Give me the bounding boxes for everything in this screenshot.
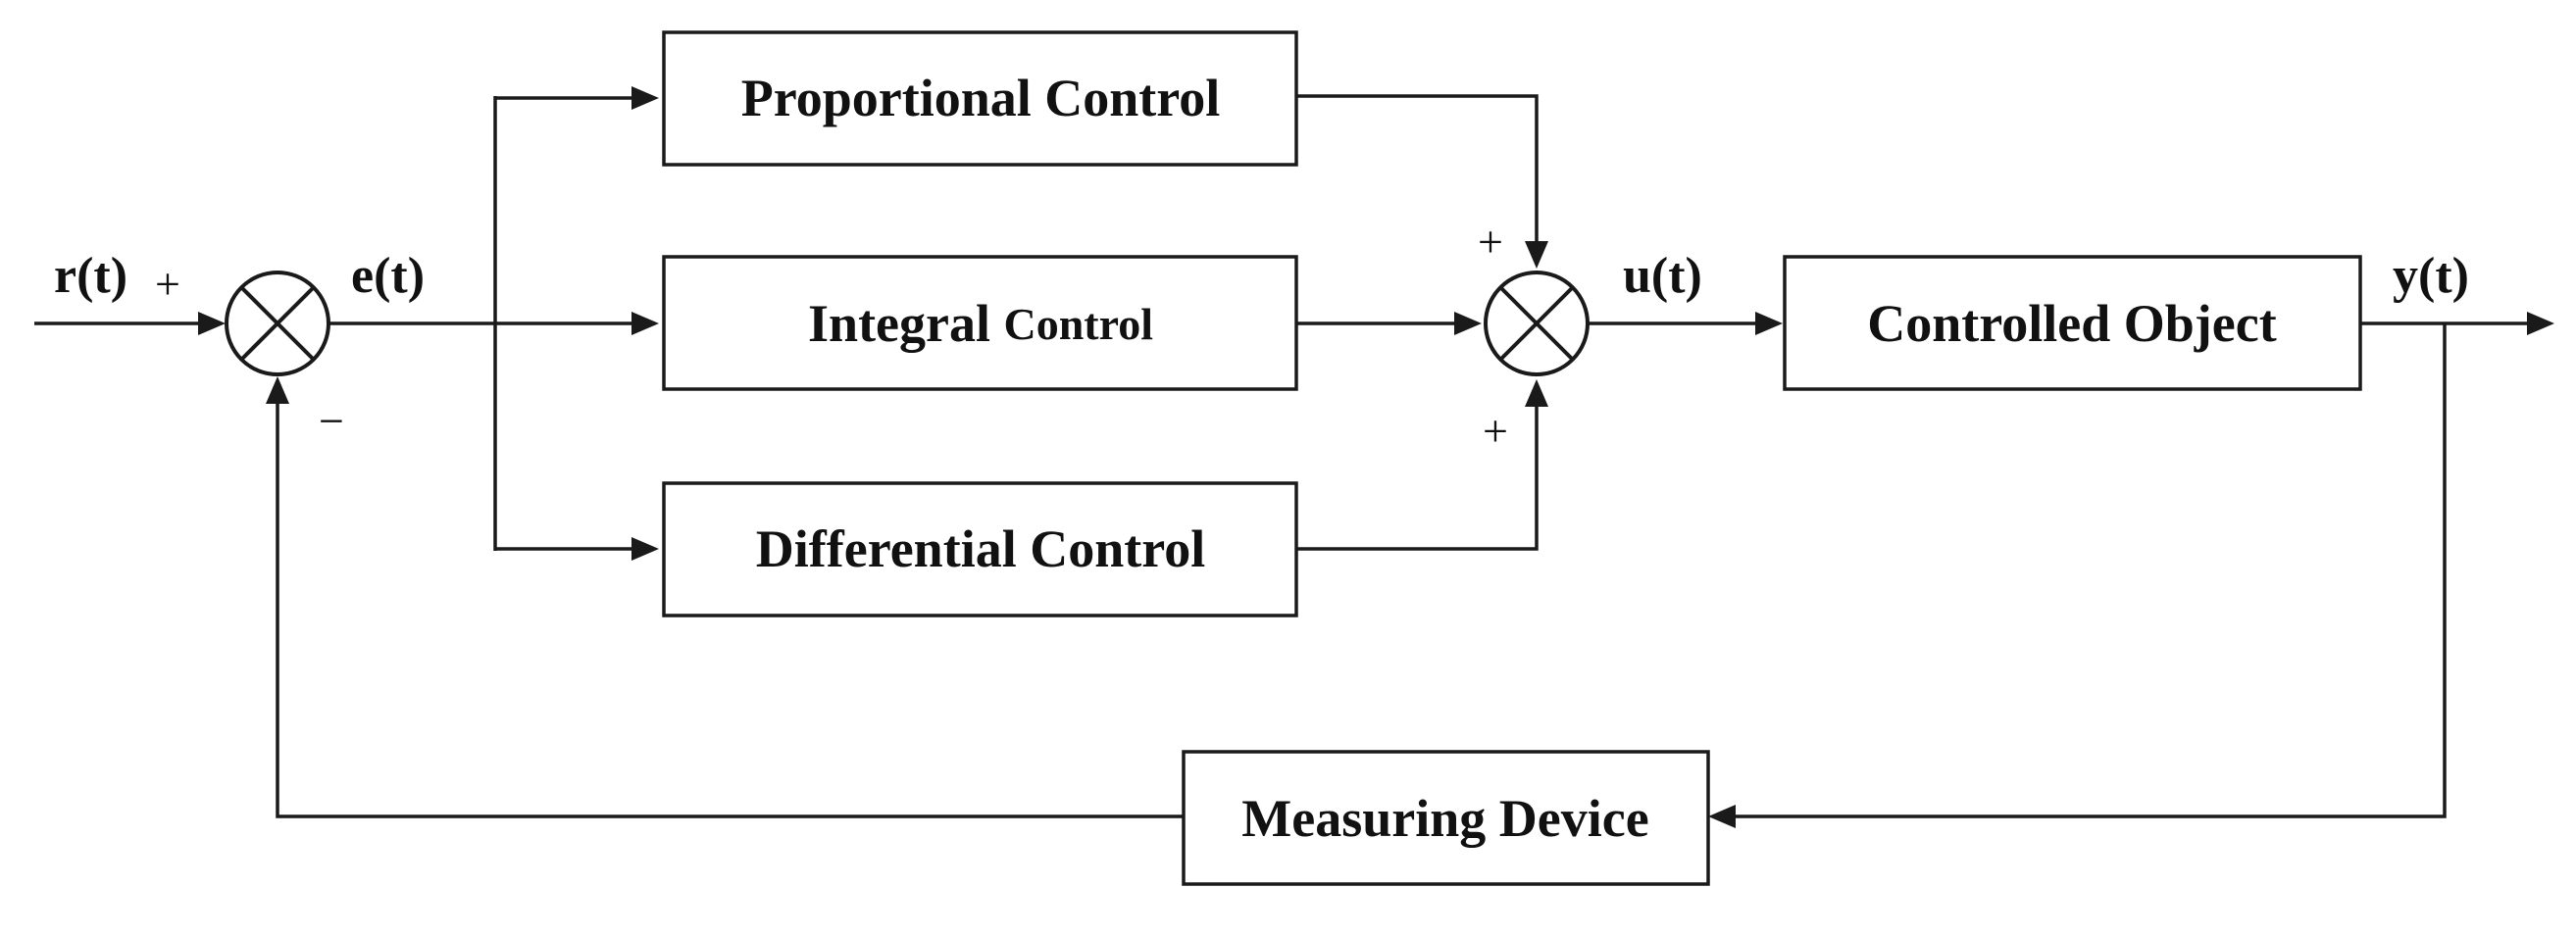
integral-control-label: Integral Control: [808, 294, 1153, 353]
arrowhead-measuring-device: [1708, 805, 1736, 828]
arrowhead-proportional: [631, 86, 659, 110]
differential-control-label: Differential Control: [756, 519, 1205, 578]
arrowhead-sum2-bottom: [1525, 379, 1548, 407]
connection-lines: [34, 94, 2547, 818]
arrowhead-input: [198, 312, 226, 335]
arrowhead-sum1-bottom: [266, 376, 289, 404]
differential-output-line: [1296, 385, 1539, 551]
differential-plus-sign: +: [1483, 406, 1508, 456]
summing-junction-control: [1484, 271, 1590, 376]
proportional-control-label: Proportional Control: [741, 69, 1221, 127]
proportional-control-block: Proportional Control: [662, 30, 1298, 167]
arrowhead-output: [2527, 312, 2554, 335]
output-signal-label: y(t): [2393, 248, 2469, 304]
arrowhead-integral: [631, 312, 659, 335]
proportional-plus-sign: +: [1478, 217, 1503, 267]
controlled-object-label: Controlled Object: [1867, 294, 2276, 353]
arrowhead-sum2-top: [1525, 241, 1548, 269]
measuring-device-block: Measuring Device: [1182, 750, 1710, 886]
error-signal-label: e(t): [351, 248, 425, 304]
control-signal-label: u(t): [1623, 248, 1702, 304]
controlled-object-block: Controlled Object: [1783, 255, 2362, 391]
measuring-device-label: Measuring Device: [1241, 789, 1648, 848]
proportional-output-line: [1296, 94, 1539, 263]
summing-junction-error: [225, 271, 330, 376]
feedback-minus-sign: −: [319, 396, 344, 446]
reference-plus-sign: +: [155, 259, 180, 309]
feedback-line: [1714, 323, 2447, 818]
differential-control-block: Differential Control: [662, 481, 1298, 617]
reference-signal-label: r(t): [54, 248, 127, 304]
arrowheads: [198, 86, 2554, 828]
integral-control-block: Integral Control: [662, 255, 1298, 391]
feedback-return-line: [276, 382, 1184, 818]
arrowhead-sum2-left: [1454, 312, 1482, 335]
arrowhead-differential: [631, 537, 659, 561]
arrowhead-controlled-object: [1755, 312, 1783, 335]
